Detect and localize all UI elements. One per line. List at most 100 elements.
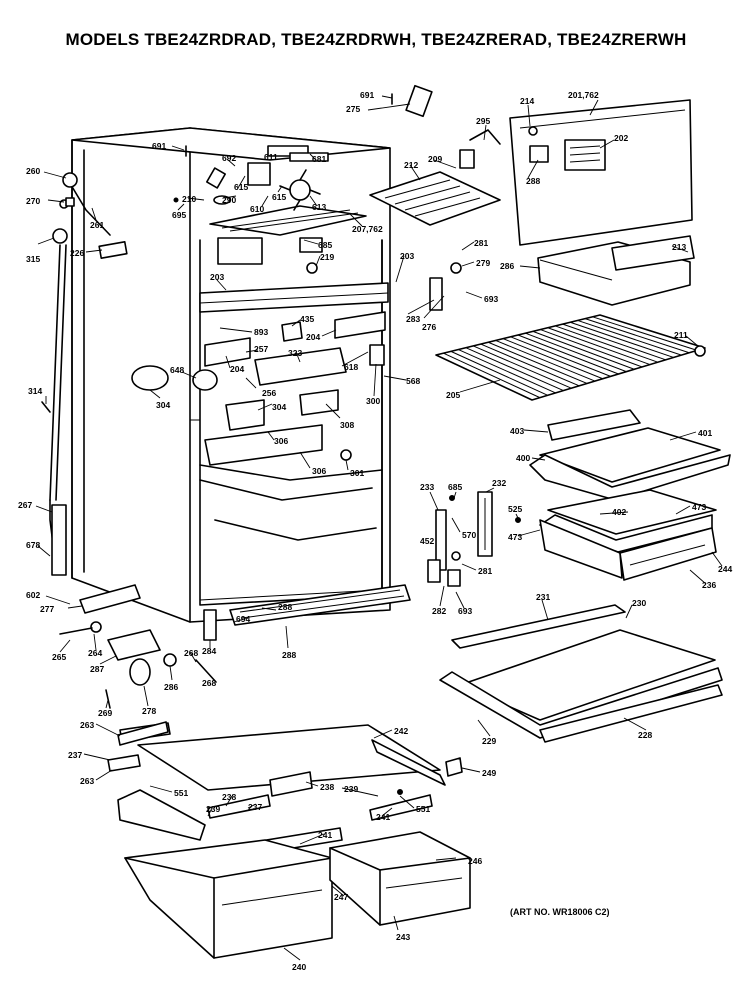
callout-615: 615 [272, 192, 286, 202]
callout-238: 238 [222, 792, 236, 802]
callout-212: 212 [404, 160, 418, 170]
callout-268: 268 [202, 678, 216, 688]
mid-hinges [427, 262, 493, 587]
wire-rod [510, 336, 611, 377]
callout-618: 618 [344, 362, 358, 372]
callout-257: 257 [254, 344, 268, 354]
callout-281: 281 [474, 238, 488, 248]
callout-692: 692 [222, 153, 236, 163]
wire-shelf [435, 314, 706, 401]
callout-205: 205 [446, 390, 460, 400]
callout-230: 230 [632, 598, 646, 608]
callout-315: 315 [26, 254, 40, 264]
callout-256: 256 [262, 388, 276, 398]
callout-231: 231 [536, 592, 550, 602]
callout-295: 295 [476, 116, 490, 126]
callout-228: 228 [638, 730, 652, 740]
callout-306: 306 [274, 436, 288, 446]
callout-209: 209 [428, 154, 442, 164]
callout-694: 694 [236, 614, 250, 624]
callout-239: 239 [344, 784, 358, 794]
glass-shelf-upper [529, 409, 731, 581]
callout-226: 226 [70, 248, 84, 258]
callout-243: 243 [396, 932, 410, 942]
callout-610: 610 [250, 204, 264, 214]
callout-300: 300 [366, 396, 380, 406]
callout-236: 236 [702, 580, 716, 590]
callout-237: 237 [68, 750, 82, 760]
wire-rod [592, 316, 698, 351]
callout-207-762: 207,762 [352, 224, 383, 234]
callout-213: 213 [672, 242, 686, 252]
wire-rod [443, 352, 541, 399]
callout-284: 284 [202, 646, 216, 656]
callout-314: 314 [28, 386, 42, 396]
callout-691: 691 [360, 90, 374, 100]
wire-rod [562, 323, 666, 361]
callout-551: 551 [174, 788, 188, 798]
callout-551: 551 [416, 804, 430, 814]
callout-labels: 691 275 214 201,762 691 692 611 681 295 … [18, 90, 732, 972]
callout-265: 265 [52, 652, 66, 662]
callout-301: 301 [350, 468, 364, 478]
callout-306: 306 [312, 466, 326, 476]
callout-287: 287 [90, 664, 104, 674]
callout-288: 288 [526, 176, 540, 186]
callout-263: 263 [80, 720, 94, 730]
freezer-shelf-top [369, 84, 501, 226]
wire-rod [517, 334, 619, 375]
leader-lines [35, 95, 723, 961]
callout-275: 275 [346, 104, 360, 114]
callout-244: 244 [718, 564, 732, 574]
callout-693: 693 [458, 606, 472, 616]
callout-288: 288 [282, 650, 296, 660]
wire-rod [584, 318, 690, 354]
wire-rod [570, 321, 674, 358]
callout-267: 267 [18, 500, 32, 510]
callout-268: 268 [184, 648, 198, 658]
callout-403: 403 [510, 426, 524, 436]
callout-211: 211 [674, 330, 688, 340]
wire-rod [465, 347, 564, 392]
wire-rod [555, 325, 658, 363]
callout-473: 473 [508, 532, 522, 542]
callout-602: 602 [26, 590, 40, 600]
callout-204: 204 [230, 364, 244, 374]
loose-hardware [59, 93, 521, 795]
callout-611: 611 [264, 152, 278, 162]
callout-247: 247 [334, 892, 348, 902]
callout-691: 691 [152, 141, 166, 151]
callout-237: 237 [248, 802, 262, 812]
callout-283: 283 [406, 314, 420, 324]
callout-210: 210 [182, 194, 196, 204]
callout-613: 613 [312, 202, 326, 212]
callout-286: 286 [500, 261, 514, 271]
callout-202: 202 [614, 133, 628, 143]
callout-893: 893 [254, 327, 268, 337]
callout-219: 219 [320, 252, 334, 262]
wire-rod [458, 349, 556, 394]
callout-229: 229 [482, 736, 496, 746]
callout-263: 263 [80, 776, 94, 786]
callout-203: 203 [210, 272, 224, 282]
wire-rod [540, 329, 643, 368]
upper-pan [537, 235, 695, 306]
callout-241: 241 [376, 812, 390, 822]
callout-281: 281 [478, 566, 492, 576]
callout-214: 214 [520, 96, 534, 106]
callout-400: 400 [516, 453, 530, 463]
diagram-title: MODELS TBE24ZRDRAD, TBE24ZRDRWH, TBE24ZR… [65, 30, 687, 49]
wire-rod [487, 341, 588, 384]
callout-203: 203 [400, 251, 414, 261]
callout-685: 685 [318, 240, 332, 250]
callout-402: 402 [612, 507, 626, 517]
callout-304: 304 [272, 402, 286, 412]
callout-264: 264 [88, 648, 102, 658]
callout-685: 685 [448, 482, 462, 492]
callout-568: 568 [406, 376, 420, 386]
callout-308: 308 [340, 420, 354, 430]
callout-615: 615 [234, 182, 248, 192]
callout-304: 304 [156, 400, 170, 410]
callout-401: 401 [698, 428, 712, 438]
